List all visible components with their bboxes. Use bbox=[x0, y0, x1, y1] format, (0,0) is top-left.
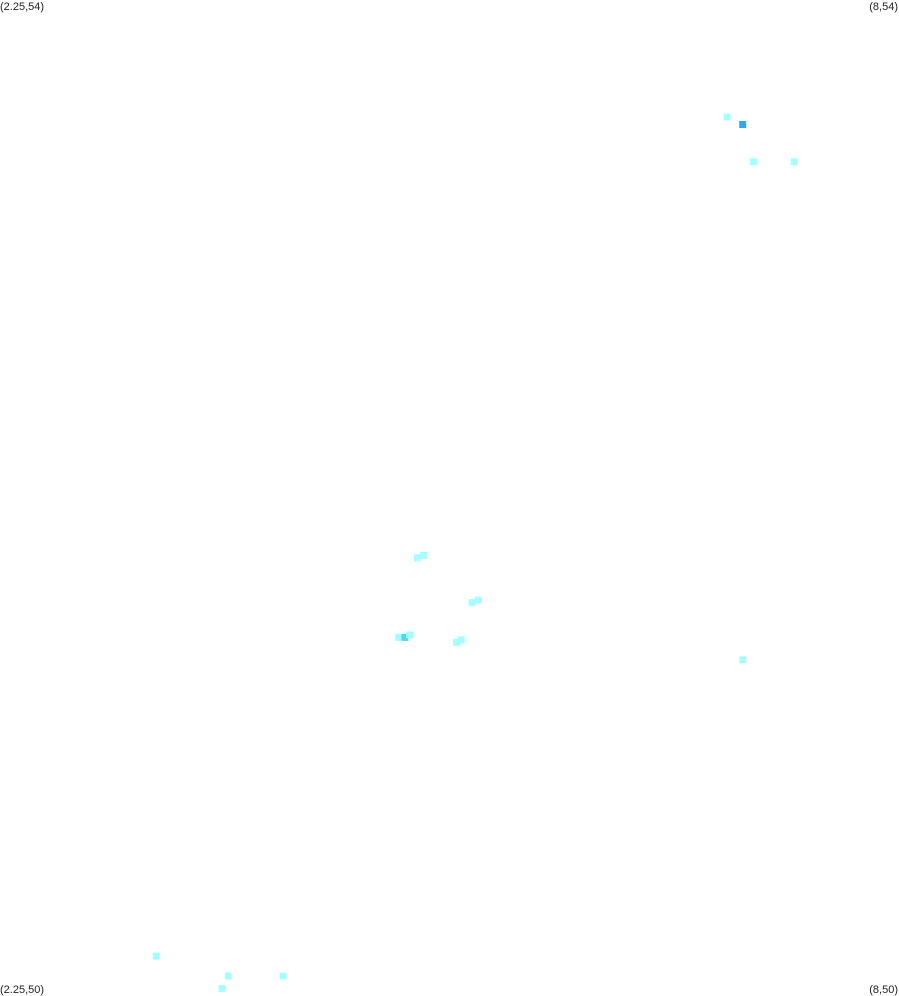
density-cell-low bbox=[406, 631, 414, 639]
density-cell-low bbox=[453, 638, 460, 646]
density-cell-low bbox=[224, 972, 232, 980]
density-cell-medium bbox=[401, 633, 409, 641]
density-cells bbox=[152, 113, 798, 992]
density-cell-low bbox=[279, 972, 287, 980]
density-cell-low bbox=[420, 551, 428, 559]
top-left-coordinate-label: (2.25,54) bbox=[0, 1, 45, 13]
density-cell-low bbox=[474, 596, 482, 604]
density-cell-low bbox=[723, 113, 731, 121]
density-cell-low bbox=[395, 633, 403, 641]
density-cell-low bbox=[790, 158, 798, 166]
density-cell-low bbox=[152, 952, 160, 960]
density-cell-low bbox=[218, 985, 226, 992]
bottom-right-coordinate-label: (8,50) bbox=[869, 984, 898, 996]
density-cell-high bbox=[739, 121, 747, 128]
density-cell-low bbox=[468, 599, 476, 607]
density-cell-low bbox=[739, 656, 747, 664]
density-cell-low bbox=[457, 636, 465, 644]
density-cell-low bbox=[750, 158, 758, 166]
bottom-left-coordinate-label: (2.25,50) bbox=[0, 984, 45, 996]
top-right-coordinate-label: (8,54) bbox=[869, 1, 898, 13]
density-cell-low bbox=[413, 554, 421, 562]
